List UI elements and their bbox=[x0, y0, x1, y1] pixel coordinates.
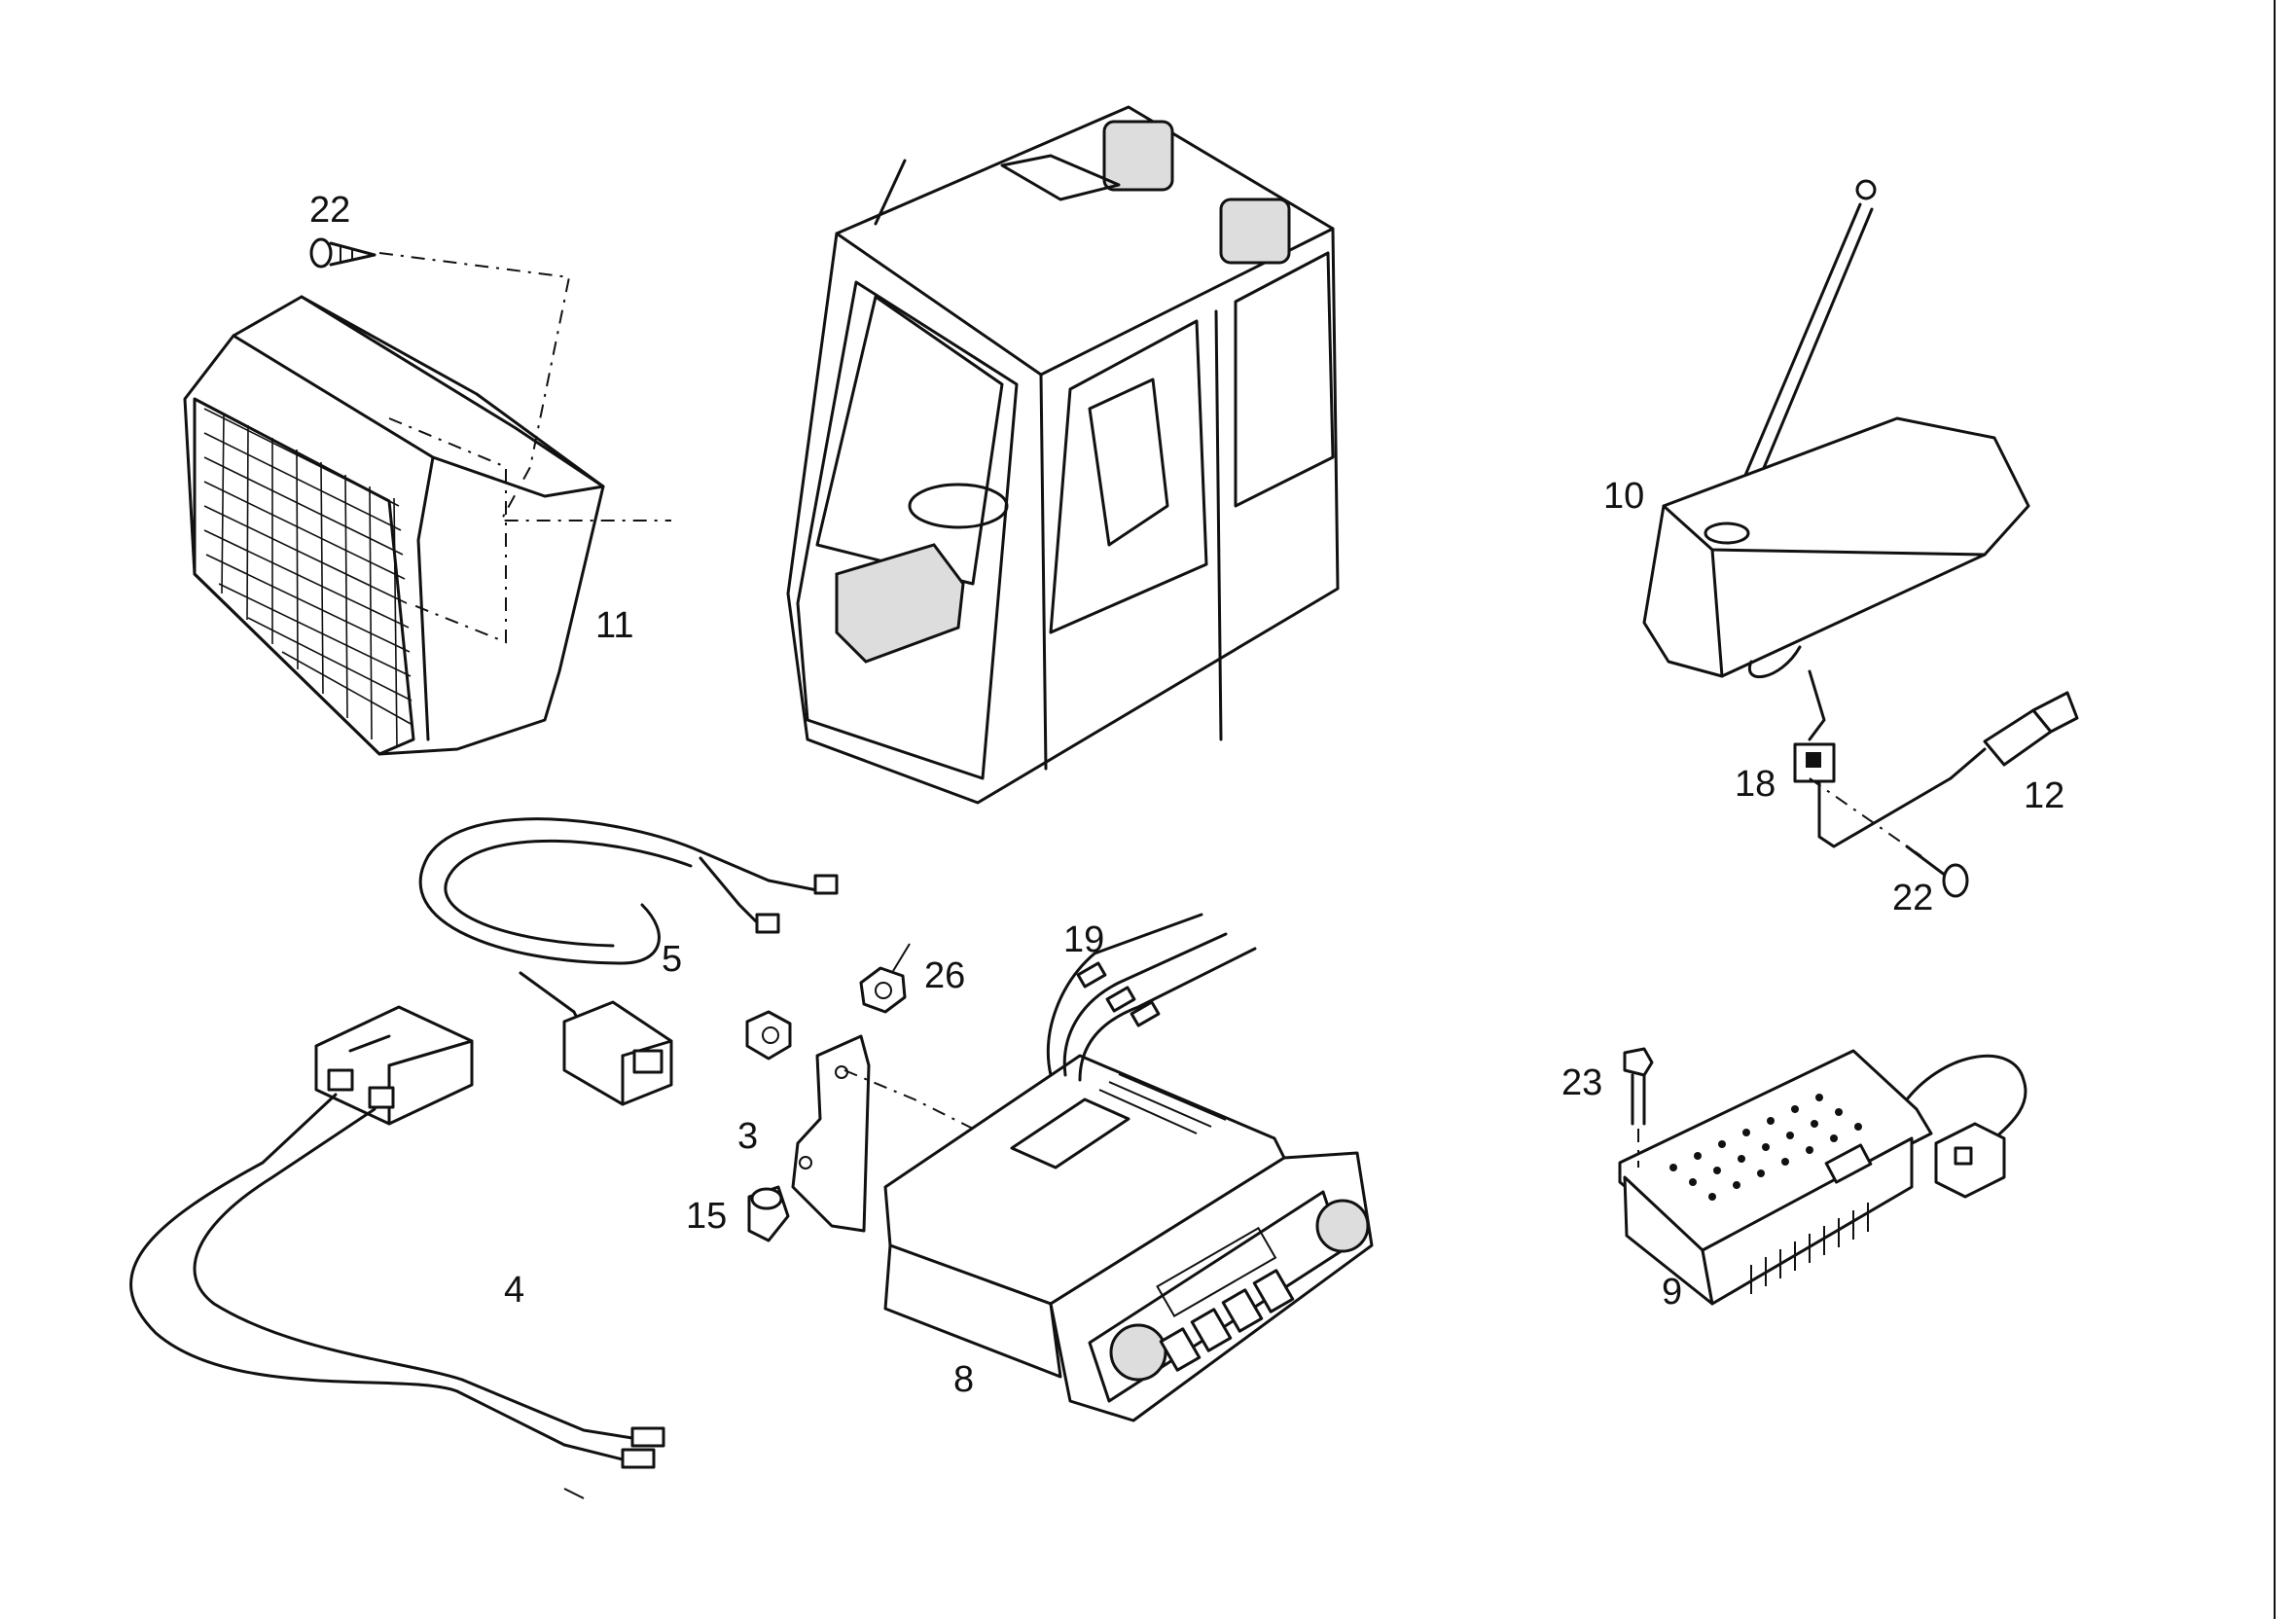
callout-11-speaker: 11 bbox=[595, 605, 633, 646]
cab-icon bbox=[786, 105, 1340, 805]
callout-22-speaker-screw: 22 bbox=[309, 190, 350, 231]
callout-8-radio: 8 bbox=[953, 1359, 974, 1400]
bracket-icon bbox=[791, 1034, 993, 1233]
screw-icon bbox=[1905, 845, 1969, 898]
callout-23-bolt: 23 bbox=[1561, 1062, 1602, 1103]
radio-icon bbox=[883, 913, 1374, 1422]
callout-26-nut: 26 bbox=[924, 955, 965, 996]
screw-icon bbox=[309, 237, 377, 269]
antenna-icon bbox=[1642, 179, 2079, 857]
nut-icon bbox=[745, 1010, 792, 1061]
callout-4-power-harness: 4 bbox=[504, 1270, 524, 1311]
speaker-icon bbox=[183, 252, 671, 756]
callout-12-antenna-cable: 12 bbox=[2024, 775, 2064, 816]
nut-icon bbox=[859, 943, 911, 1014]
wire-harness-icon bbox=[129, 1005, 665, 1499]
callout-9-amplifier: 9 bbox=[1662, 1272, 1682, 1313]
screw-icon bbox=[1623, 1047, 1654, 1168]
wire-harness-icon bbox=[418, 817, 839, 1106]
callout-15-knob: 15 bbox=[686, 1196, 727, 1237]
amplifier-icon bbox=[1618, 1049, 2027, 1306]
callout-19-cables: 19 bbox=[1063, 919, 1104, 960]
callout-22-antenna-screw: 22 bbox=[1892, 878, 1933, 918]
callout-3-bracket: 3 bbox=[737, 1116, 758, 1157]
callout-10-antenna-base: 10 bbox=[1603, 476, 1644, 517]
callout-5-speaker-harness: 5 bbox=[662, 939, 682, 980]
radio-buttons bbox=[1159, 1269, 1295, 1372]
callout-18-antenna-clip: 18 bbox=[1735, 764, 1776, 805]
knob-icon bbox=[747, 1185, 790, 1242]
